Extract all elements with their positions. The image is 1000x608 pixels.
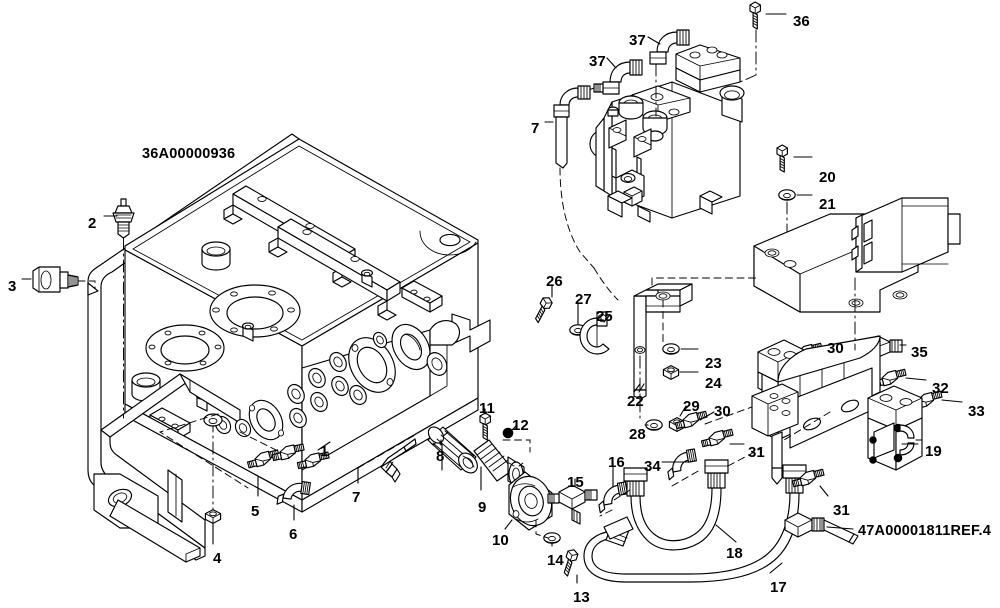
hydraulic-valve-manifold (751, 335, 923, 485)
part-7-tube-upper (553, 85, 591, 169)
callout-31: 31 (833, 502, 850, 519)
part-34-elbow (664, 448, 700, 481)
part-14-washer (543, 532, 561, 544)
callout-32: 32 (932, 380, 949, 397)
callout-37: 37 (629, 32, 646, 49)
part-23-washer (662, 343, 680, 355)
callout-11: 11 (479, 400, 495, 417)
callout-4: 4 (213, 550, 222, 567)
callout-14: 14 (547, 552, 564, 569)
part-25-hose-clamp (579, 311, 610, 355)
part-17-hose (583, 464, 807, 583)
callout-7: 7 (531, 120, 540, 137)
callout-26: 26 (546, 273, 563, 290)
part-12-oring (502, 427, 514, 439)
callout-25: 25 (596, 308, 613, 325)
callout-7: 7 (352, 489, 361, 506)
reference-partnum: 47A00001811REF.4 (858, 523, 991, 539)
callout-22: 22 (627, 393, 644, 410)
part-22-bracket (633, 283, 693, 400)
part-15-tee-fitting (547, 484, 598, 525)
part-18-hose (623, 459, 729, 551)
callout-30: 30 (827, 340, 844, 357)
callout-3: 3 (8, 278, 17, 295)
callout-13: 13 (573, 589, 590, 606)
callout-24: 24 (705, 375, 722, 392)
part-20-bolt (776, 144, 788, 173)
callout-9: 9 (478, 499, 487, 516)
callout-8: 8 (436, 448, 445, 465)
part-10-filter-housing (508, 471, 553, 531)
callout-30: 30 (714, 403, 731, 420)
callout-15: 15 (567, 474, 584, 491)
callout-29: 29 (683, 398, 700, 415)
part-7-tube (380, 438, 417, 483)
part-37-elbow-lower (593, 59, 643, 95)
callout-19: 19 (925, 443, 942, 460)
callout-12: 12 (512, 417, 529, 434)
callout-2: 2 (88, 215, 97, 232)
callout-16: 16 (608, 454, 625, 471)
tank-assembly-partnum: 36A00000936 (142, 146, 236, 162)
part-21-washer (778, 189, 796, 201)
part-11-bolt (479, 412, 491, 441)
callout-17: 17 (770, 579, 787, 596)
reference-tube (784, 512, 859, 545)
mounting-bracket-plate (753, 197, 961, 313)
callout-33: 33 (968, 403, 985, 420)
callout-1: 1 (320, 443, 329, 460)
part-37-elbow-upper (649, 29, 690, 65)
callout-10: 10 (492, 532, 509, 549)
part-24-nut (662, 365, 680, 380)
part-2-sensor (112, 198, 135, 239)
part-8-filter-element (427, 426, 478, 474)
part-4-locknut (204, 509, 222, 524)
callout-27: 27 (575, 291, 592, 308)
part-3-plug (32, 266, 79, 293)
callout-6: 6 (289, 526, 298, 543)
callout-37: 37 (589, 53, 606, 70)
callout-28: 28 (629, 426, 646, 443)
callout-35: 35 (911, 344, 928, 361)
part-31-fitting-a (699, 427, 735, 449)
callout-21: 21 (819, 196, 836, 213)
callout-34: 34 (644, 458, 661, 475)
callout-18: 18 (726, 545, 743, 562)
part-26-bolt (531, 294, 555, 325)
callout-36: 36 (793, 13, 810, 30)
hydraulic-pump-unit (589, 44, 745, 223)
callout-5: 5 (251, 503, 260, 520)
callout-31: 31 (748, 444, 765, 461)
part-36-bolt (749, 1, 761, 30)
callout-23: 23 (705, 355, 722, 372)
callout-20: 20 (819, 169, 836, 186)
